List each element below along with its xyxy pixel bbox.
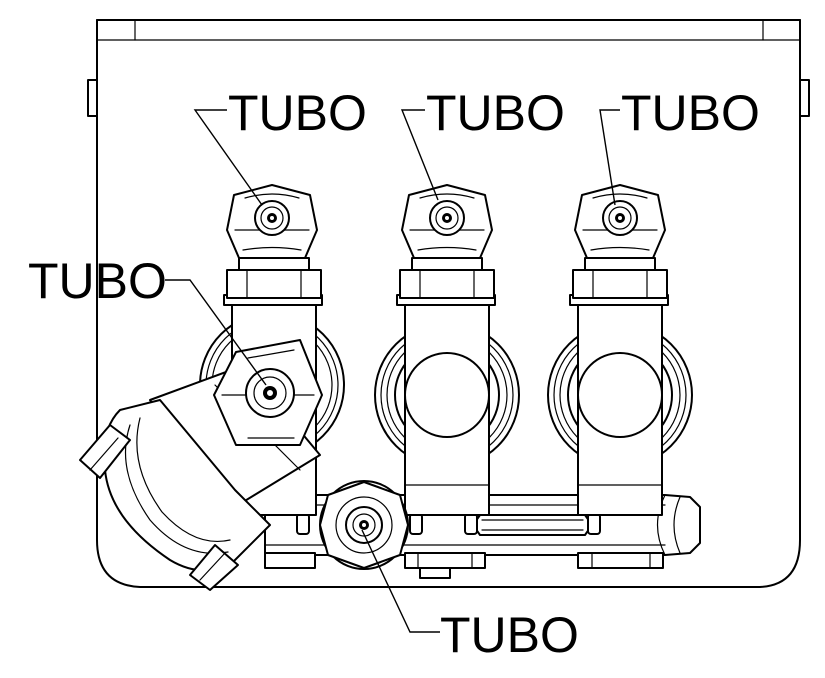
valve-middle — [374, 184, 520, 516]
bottom-fitting — [319, 480, 409, 570]
valve-right — [547, 184, 693, 516]
label-tubo-top-right: TUBO — [621, 85, 760, 141]
label-tubo-top-left: TUBO — [228, 85, 367, 141]
label-tubo-top-middle: TUBO — [426, 85, 565, 141]
front-fitting — [213, 339, 323, 446]
mounting-plate — [87, 19, 810, 588]
leader-lines — [165, 109, 620, 633]
label-tubo-bottom: TUBO — [440, 607, 579, 663]
label-tubo-left: TUBO — [28, 253, 167, 309]
